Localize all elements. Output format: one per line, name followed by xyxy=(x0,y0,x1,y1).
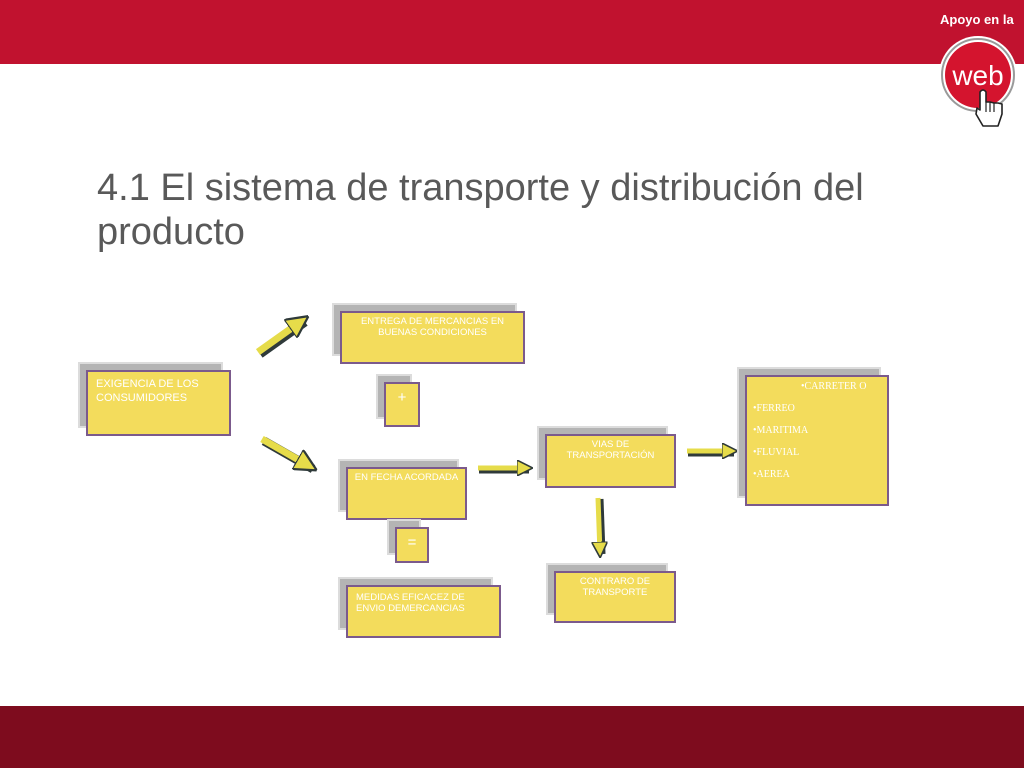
plus-symbol: + xyxy=(384,382,420,427)
node-contrato: CONTRARO DE TRANSPORTE xyxy=(546,563,676,623)
mode-item: •CARRETER O xyxy=(801,381,867,392)
node-plus: + xyxy=(376,374,420,427)
mode-item: •FLUVIAL xyxy=(753,447,800,458)
transport-modes-list: •CARRETER O •FERREO •MARITIMA •FLUVIAL •… xyxy=(753,381,881,481)
bottom-banner xyxy=(0,706,1024,768)
node-medidas-label: MEDIDAS EFICACEZ DE ENVIO DEMERCANCIAS xyxy=(346,585,501,638)
node-medidas: MEDIDAS EFICACEZ DE ENVIO DEMERCANCIAS xyxy=(338,577,501,638)
equals-symbol: = xyxy=(395,527,429,563)
arrow-to-modes xyxy=(687,451,734,453)
arrow-to-fecha xyxy=(260,435,313,473)
logo-text: web xyxy=(951,60,1003,91)
node-transport-modes: •CARRETER O •FERREO •MARITIMA •FLUVIAL •… xyxy=(737,367,889,506)
arrow-to-contrato xyxy=(598,497,602,554)
node-contrato-label: CONTRARO DE TRANSPORTE xyxy=(554,571,676,623)
top-banner xyxy=(0,0,1024,64)
node-fecha: EN FECHA ACORDADA xyxy=(338,459,467,520)
arrow-to-entrega xyxy=(255,320,305,358)
node-exigencia-label: EXIGENCIA DE LOS CONSUMIDORES xyxy=(86,370,231,436)
arrow-to-vias xyxy=(478,468,529,470)
node-equals: = xyxy=(387,519,429,563)
mode-item: •MARITIMA xyxy=(753,425,809,436)
node-exigencia: EXIGENCIA DE LOS CONSUMIDORES xyxy=(78,362,231,436)
pointer-hand-icon xyxy=(975,89,1003,127)
node-fecha-label: EN FECHA ACORDADA xyxy=(346,467,467,520)
mode-item: •FERREO xyxy=(753,403,795,414)
brand-caption: Apoyo en la xyxy=(940,12,1014,27)
web-logo: web xyxy=(939,36,1017,127)
node-entrega-label: ENTREGA DE MERCANCIAS EN BUENAS CONDICIO… xyxy=(340,311,525,364)
slide-title: 4.1 El sistema de transporte y distribuc… xyxy=(97,167,864,253)
node-entrega: ENTREGA DE MERCANCIAS EN BUENAS CONDICIO… xyxy=(332,303,525,364)
node-vias-label: VIAS DE TRANSPORTACIÓN xyxy=(545,434,676,488)
node-vias: VIAS DE TRANSPORTACIÓN xyxy=(537,426,676,488)
mode-item: •AEREA xyxy=(753,469,790,480)
